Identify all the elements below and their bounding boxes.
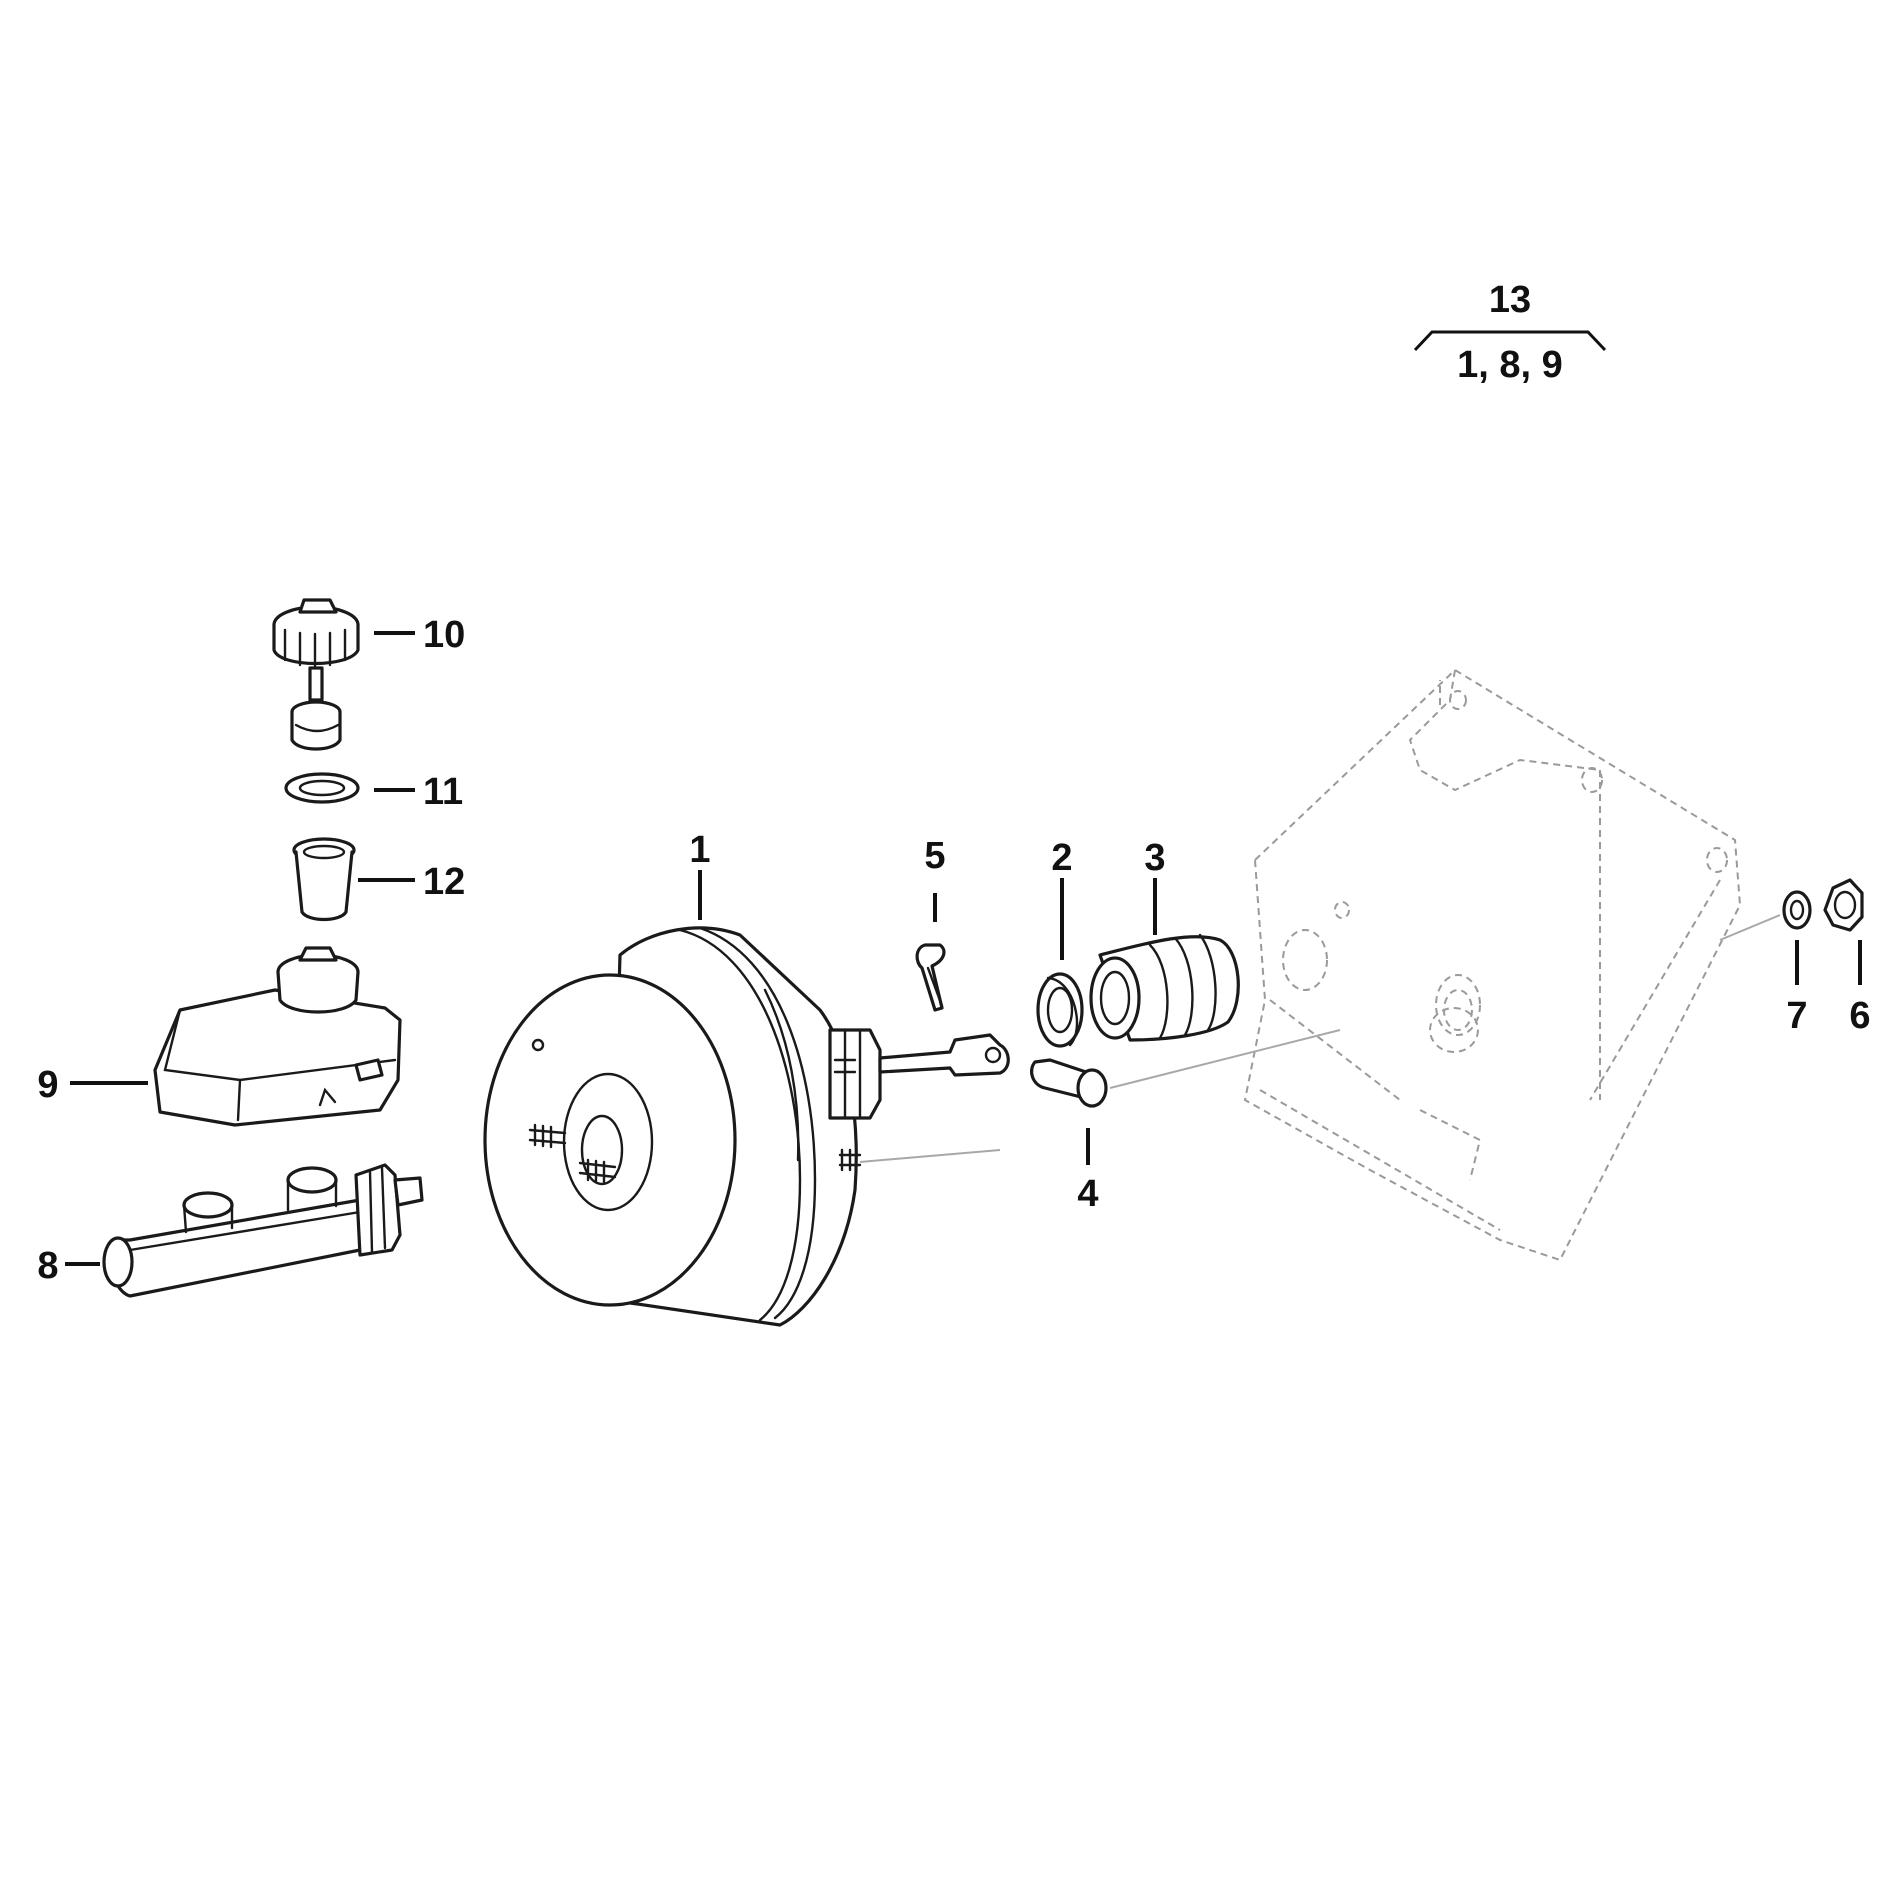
group-members: 1, 8, 9 [1457,344,1563,386]
cotter-pin [915,943,946,1012]
callout-2: 2 [1051,837,1072,879]
master-cylinder [102,1163,424,1298]
callout-3: 3 [1144,837,1165,879]
seal-ring [1036,972,1084,1048]
reservoir-strainer [292,837,356,922]
group-number: 13 [1489,279,1531,321]
reservoir-seal [284,772,360,804]
callout-4: 4 [1077,1173,1098,1215]
fluid-reservoir [153,946,402,1127]
reservoir-cap-assembly [272,598,360,751]
washer [1782,890,1812,930]
callout-11: 11 [423,771,463,813]
callout-8: 8 [37,1245,58,1287]
callout-labels: 1 2 3 4 5 6 7 8 9 10 11 12 [37,614,1870,1287]
callout-9: 9 [37,1064,58,1106]
leader-lines [65,631,1862,1266]
group-header: 13 1, 8, 9 [1413,279,1607,386]
callout-12: 12 [423,861,465,903]
clevis-pin [1030,1029,1341,1108]
callout-5: 5 [924,835,945,877]
firewall-panel-outline [1244,669,1741,1261]
rubber-boot [1089,933,1240,1042]
callout-7: 7 [1786,995,1807,1037]
brake-booster [483,926,1010,1327]
callout-6: 6 [1849,995,1870,1037]
callout-10: 10 [423,614,465,656]
hex-nut [1823,878,1864,932]
callout-1: 1 [689,829,710,871]
